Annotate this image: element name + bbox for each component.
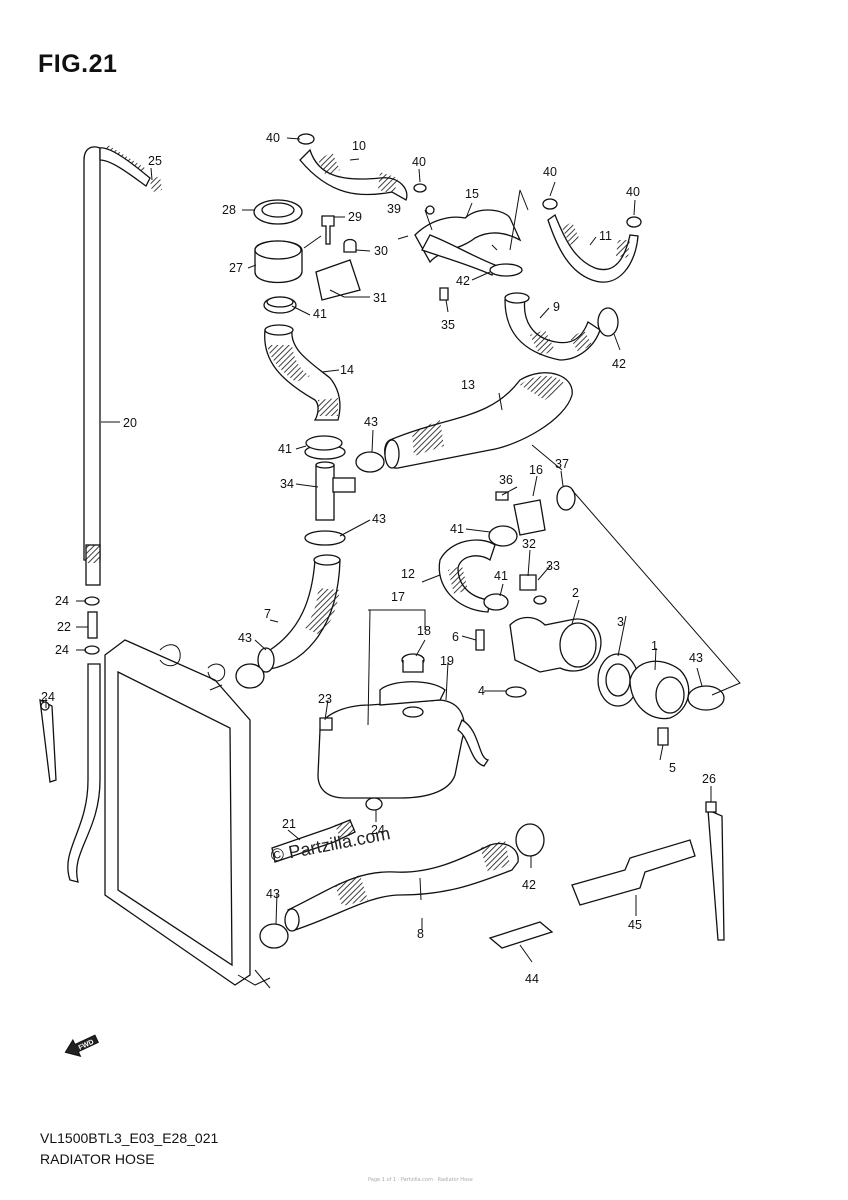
fwd-arrow-icon: FWD [64, 1034, 99, 1057]
section-name: RADIATOR HOSE [40, 1151, 155, 1167]
hose-12 [438, 539, 496, 613]
callout-1: 1 [651, 639, 658, 653]
callout-24: 24 [371, 823, 385, 837]
callout-42: 42 [456, 274, 470, 288]
model-code: VL1500BTL3_E03_E28_021 [40, 1130, 219, 1146]
callout-40: 40 [626, 185, 640, 199]
callout-41: 41 [450, 522, 464, 536]
callout-24: 24 [55, 594, 69, 608]
callout-16: 16 [529, 463, 543, 477]
callout-44: 44 [525, 972, 539, 986]
callout-18: 18 [417, 624, 431, 638]
callout-43: 43 [364, 415, 378, 429]
callout-39: 39 [387, 202, 401, 216]
callout-43: 43 [238, 631, 252, 645]
callout-33: 32 [522, 537, 536, 551]
callout-14: 14 [340, 363, 354, 377]
footer-note: Page 1 of 1 · Partzilla.com · Radiator H… [368, 1177, 473, 1183]
callout-34: 33 [546, 559, 560, 573]
callout-42: 42 [612, 357, 626, 371]
reservoir-tank [317, 653, 490, 799]
hose-8 [284, 840, 519, 932]
callout-12: 12 [401, 567, 415, 581]
callout-7: 7 [264, 607, 271, 621]
fwd-label: FWD [78, 1039, 95, 1052]
thermostat-housing [505, 616, 725, 746]
callout-40: 40 [266, 131, 280, 145]
callout-40: 40 [543, 165, 557, 179]
callout-9: 9 [553, 300, 560, 314]
callout-31: 31 [373, 291, 387, 305]
hose-7 [257, 554, 341, 673]
callout-6: 6 [452, 630, 459, 644]
callout-20: 20 [123, 416, 137, 430]
pad-44 [488, 921, 554, 949]
callout-5: 5 [669, 761, 676, 775]
callout-3: 3 [617, 615, 624, 629]
hose-14 [264, 324, 341, 421]
callout-25: 25 [148, 154, 162, 168]
leader-lines [45, 137, 741, 963]
callout-43: 43 [372, 512, 386, 526]
callout-36: 35 [441, 318, 455, 332]
callout-13: 13 [461, 378, 475, 392]
hose-9 [504, 292, 601, 361]
filler-neck-assembly [253, 199, 361, 314]
callout-42: 42 [522, 878, 536, 892]
callout-40: 40 [412, 155, 426, 169]
overflow-tube-20 [67, 145, 162, 883]
hose-clamps [84, 133, 642, 949]
hose-21 [271, 819, 356, 863]
callout-43: 43 [689, 651, 703, 665]
callout-17: 17 [391, 590, 405, 604]
callout-2: 2 [572, 586, 579, 600]
callout-38: 37 [555, 457, 569, 471]
callout-10: 10 [352, 139, 366, 153]
callout-21: 21 [282, 817, 296, 831]
callout-29: 27 [229, 261, 243, 275]
callout-23: 23 [318, 692, 332, 706]
figure-title: FIG.21 [38, 50, 118, 78]
cable-tie-27 [705, 801, 725, 941]
callout-26: 24 [41, 690, 55, 704]
callout-28: 28 [222, 203, 236, 217]
callout-11: 11 [599, 229, 612, 243]
callout-22: 22 [57, 620, 71, 634]
callout-37: 36 [499, 473, 513, 487]
callout-41: 41 [494, 569, 508, 583]
callout-labels: 40 10 40 25 28 29 39 15 40 40 11 27 30 3… [41, 131, 716, 986]
callout-45: 45 [628, 918, 642, 932]
hose-10 [299, 148, 408, 201]
radiator [104, 639, 271, 989]
callout-24: 24 [55, 643, 69, 657]
callout-8: 8 [417, 927, 424, 941]
hose-13 [384, 372, 573, 469]
callout-32: 30 [374, 244, 388, 258]
callout-4: 4 [478, 684, 485, 698]
callout-30: 29 [348, 210, 362, 224]
callout-15: 15 [465, 187, 479, 201]
callout-43: 43 [266, 887, 280, 901]
cable-tie-26 [39, 698, 57, 783]
callout-19: 19 [440, 654, 454, 668]
callout-41: 41 [313, 307, 327, 321]
t-fitting-35 [304, 444, 356, 546]
hose-15 [414, 209, 522, 276]
hose-11 [547, 213, 639, 283]
callout-41: 41 [278, 442, 292, 456]
callout-35: 34 [280, 477, 294, 491]
callout-27: 26 [702, 772, 716, 786]
pad-45 [571, 839, 696, 906]
